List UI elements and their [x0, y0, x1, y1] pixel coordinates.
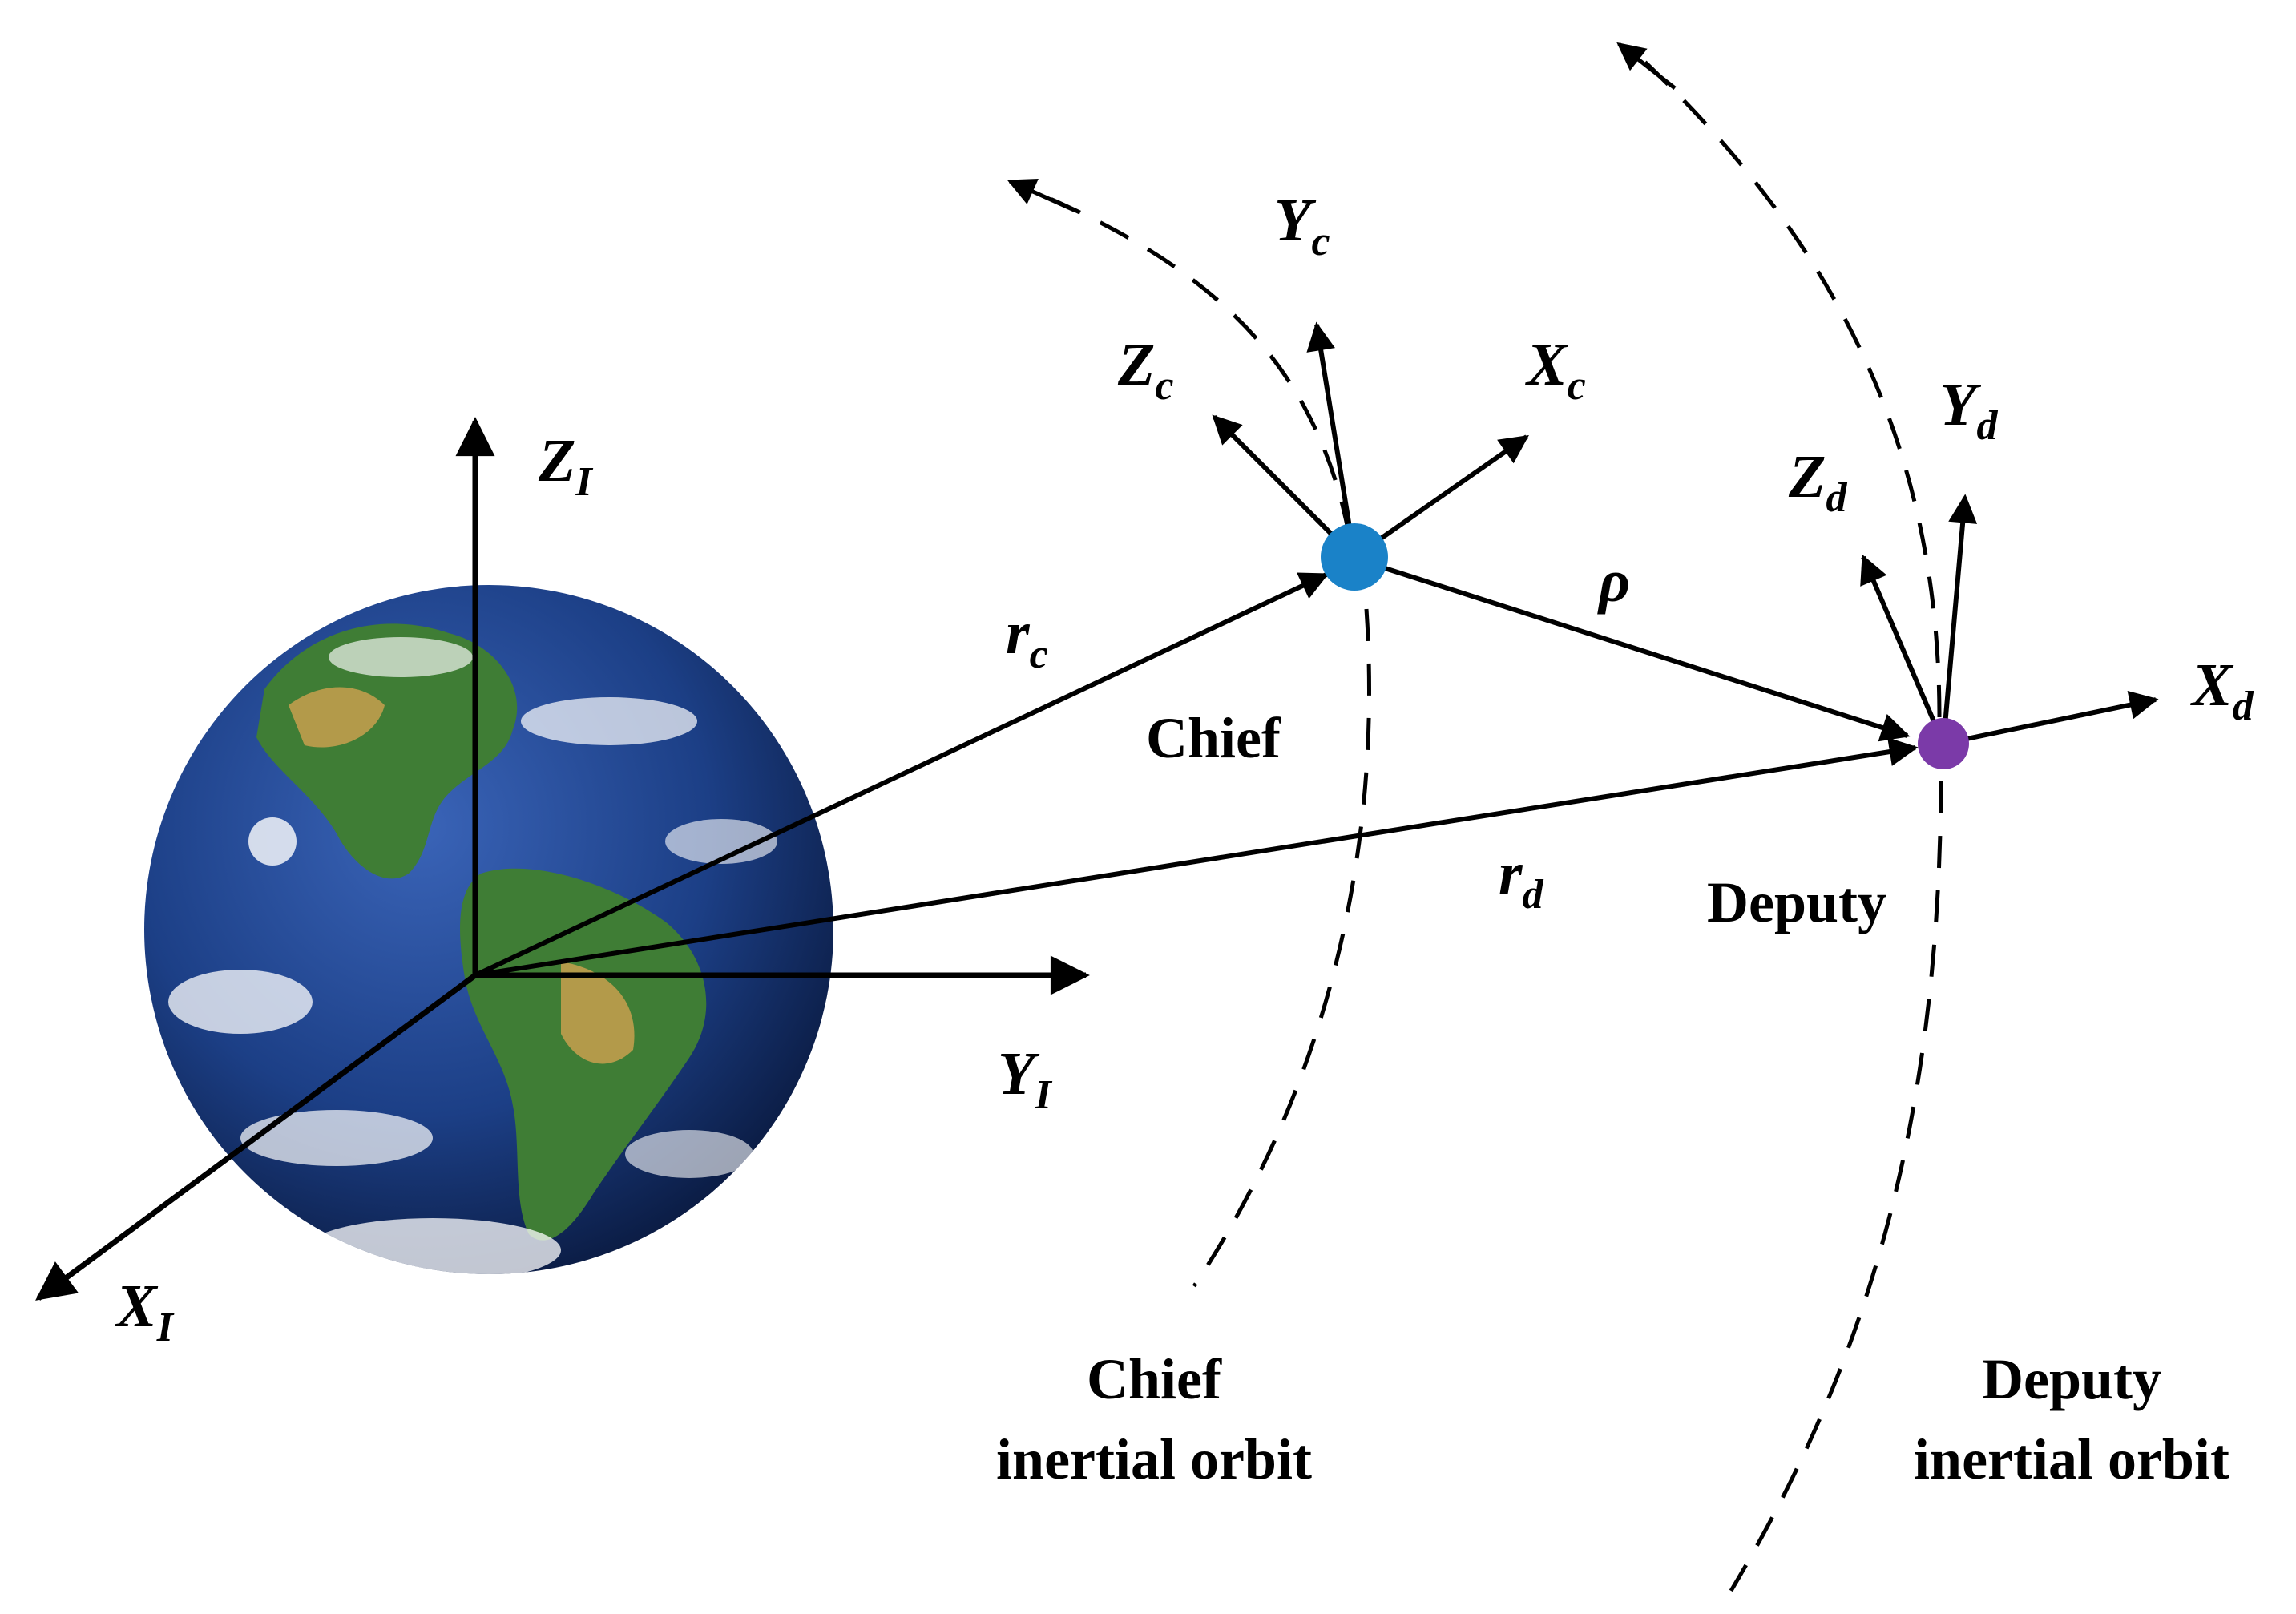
deputy-y-axis: [1941, 494, 1978, 744]
chief-y-axis: [1306, 321, 1357, 558]
rd-vector: [474, 737, 1919, 978]
deputy-x-axis: [1943, 690, 2159, 746]
chief-orbit-arrow: [1007, 178, 1075, 212]
chief-orbit-lower: [1192, 608, 1371, 1288]
label-yd: Yd: [1939, 371, 1998, 449]
chief-frame: [1212, 321, 1529, 591]
label-xi: XI: [115, 1273, 175, 1350]
inertial-frame: [35, 417, 1090, 1301]
deputy-frame: [1860, 494, 2159, 769]
label-chief-orbit-line2: inertial orbit: [996, 1427, 1312, 1491]
rho-vector: [1362, 559, 1911, 742]
label-zd: Zd: [1788, 443, 1847, 521]
chief-satellite: [1321, 523, 1388, 591]
deputy-orbit-upper: [1637, 54, 1942, 718]
label-rc: rc: [1006, 599, 1048, 677]
label-xc: Xc: [1525, 331, 1586, 409]
label-xd: Xd: [2190, 652, 2254, 729]
deputy-z-axis: [1860, 554, 1946, 745]
label-rd: rd: [1499, 840, 1544, 918]
label-yc: Yc: [1274, 187, 1330, 264]
chief-orbit-upper: [1025, 186, 1351, 534]
orbits: [1007, 42, 1943, 1592]
label-rho: ρ: [1597, 547, 1630, 615]
inertial-x-axis: [35, 973, 478, 1301]
label-chief-orbit-line1: Chief: [1087, 1347, 1222, 1411]
label-zc: Zc: [1117, 331, 1174, 409]
deputy-orbit-arrow: [1616, 42, 1677, 90]
label-deputy: Deputy: [1707, 870, 1886, 934]
chief-x-axis: [1353, 434, 1529, 559]
position-vectors: [474, 559, 1919, 978]
label-deputy-orbit-line1: Deputy: [1982, 1347, 2161, 1411]
label-deputy-orbit-line2: inertial orbit: [1914, 1427, 2229, 1491]
label-chief: Chief: [1146, 706, 1281, 770]
label-zi: ZI: [538, 427, 593, 505]
earth-globe-icon: [144, 585, 833, 1274]
rc-vector: [474, 572, 1330, 978]
deputy-orbit-lower: [1729, 781, 1943, 1592]
label-yi: YI: [998, 1040, 1052, 1118]
deputy-satellite: [1918, 718, 1969, 769]
